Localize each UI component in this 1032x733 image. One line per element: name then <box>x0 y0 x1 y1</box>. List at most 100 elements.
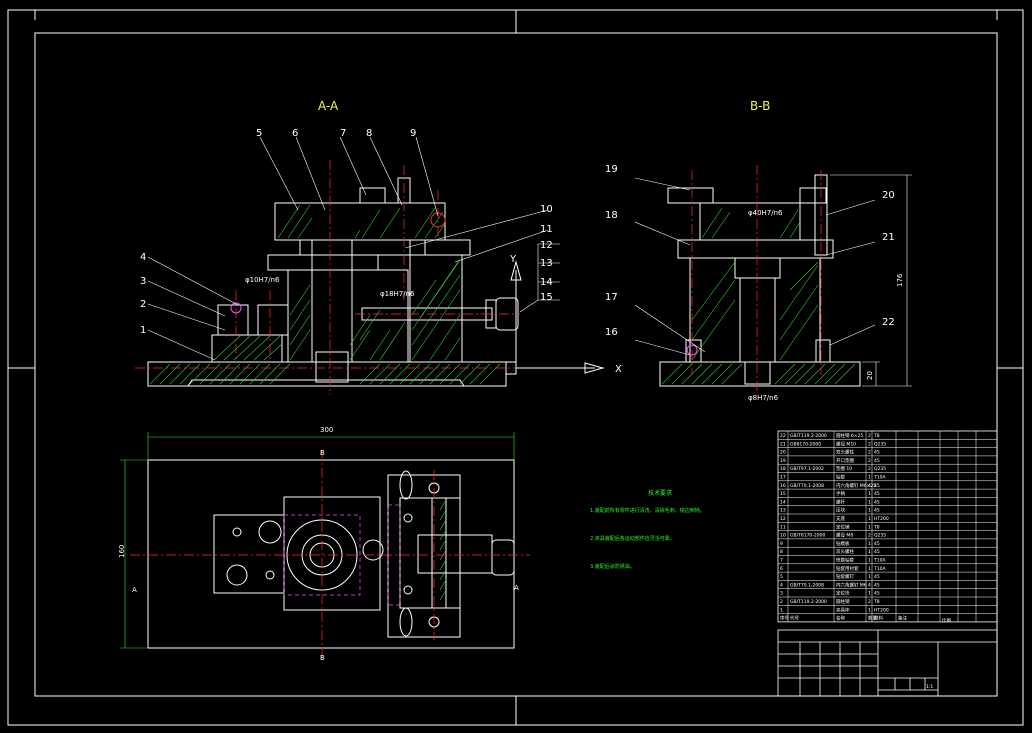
parts-table-cell: 45 <box>874 458 880 464</box>
parts-table-cell: 螺母 M8 <box>836 532 853 539</box>
section-a-leaders <box>147 136 560 361</box>
parts-table-cell: 11 <box>780 524 786 530</box>
parts-table-cell: 45 <box>874 450 880 456</box>
parts-table-cell: 19 <box>780 458 786 464</box>
parts-table-header: 材料 <box>874 615 883 622</box>
parts-table-header: 数量 <box>868 615 877 622</box>
part-number-17: 17 <box>605 292 618 303</box>
parts-table-cell: 1 <box>868 591 871 597</box>
parts-table-cell: 1 <box>868 475 871 481</box>
parts-table-cell: 45 <box>874 541 880 547</box>
parts-table-cell: 45 <box>874 549 880 555</box>
parts-table-cell: 45 <box>874 499 880 505</box>
parts-table-cell: T10A <box>873 475 886 481</box>
title-block <box>777 629 998 697</box>
top-view-dimensions <box>120 432 515 649</box>
parts-table-cell: 45 <box>874 508 880 514</box>
part-number-20: 20 <box>882 190 895 201</box>
technical-notes: 技术要求 1.装配前所有零件进行清洗、清除毛刺、锐边倒钝。 2.夹具装配后各运动… <box>590 489 705 570</box>
parts-table-cell: Q235 <box>874 441 886 447</box>
section-a-title: A-A <box>318 99 339 113</box>
part-number-5: 5 <box>256 128 262 139</box>
parts-table-header: 名称 <box>836 615 845 622</box>
parts-table-cell: 8 <box>780 549 783 555</box>
parts-table-cell: 17 <box>780 475 786 481</box>
part-number-16: 16 <box>605 327 618 338</box>
parts-table-cell: 45 <box>874 582 880 588</box>
dim-height: 176 <box>896 273 904 287</box>
section-b-view: B-B φ40H7/n6 φ8H7/n6 <box>605 99 912 402</box>
parts-table-cell: 20 <box>780 450 786 456</box>
parts-table-header: 代号 <box>790 615 799 622</box>
parts-table-cell: 钻套 <box>836 474 845 481</box>
part-number-19: 19 <box>605 164 618 175</box>
parts-table-cell: 定位销 <box>836 523 850 530</box>
parts-table-cell: GB/T70.1-2008 <box>790 582 824 588</box>
part-number-9: 9 <box>410 128 416 139</box>
parts-table-cell: 1 <box>868 516 871 522</box>
axis-x-label: X <box>615 364 622 375</box>
parts-table-cell: 14 <box>780 499 786 505</box>
parts-table-cell: 16 <box>780 483 786 489</box>
marker-a-right: A <box>514 584 519 592</box>
parts-table-cell: 2 <box>868 599 871 605</box>
parts-table-cell: 45 <box>874 591 880 597</box>
parts-table-cell: 21 <box>780 441 786 447</box>
dim-width: 300 <box>320 426 333 434</box>
parts-table-cell: 1 <box>868 491 871 497</box>
parts-table-cell: 2 <box>868 450 871 456</box>
parts-table-cell: T8 <box>873 524 880 530</box>
notes-title: 技术要求 <box>648 489 672 497</box>
parts-table-cell: 手柄 <box>836 490 845 497</box>
part-number-3: 3 <box>140 276 146 287</box>
part-number-18: 18 <box>605 210 618 221</box>
part-number-22: 22 <box>882 317 895 328</box>
svg-text:φ8H7/n6: φ8H7/n6 <box>748 394 779 402</box>
parts-table-cell: 45 <box>874 483 880 489</box>
parts-table-cell: Q235 <box>874 466 886 472</box>
parts-table-cell: 4 <box>780 582 783 588</box>
parts-table-cell: 内六角螺钉 M6 <box>836 581 867 588</box>
parts-table-cell: 6 <box>780 566 783 572</box>
marker-b-bottom: B <box>320 654 325 662</box>
parts-table-cell: 夹具体 <box>836 606 850 613</box>
parts-table-cell: HT200 <box>874 516 889 522</box>
note-line-2: 2.夹具装配后各运动部件应灵活可靠。 <box>590 535 675 542</box>
parts-table-cell: 4 <box>868 582 871 588</box>
top-view: 300 160 B B A A <box>118 426 530 662</box>
parts-table-cell: 支座 <box>836 515 845 522</box>
parts-table-cell: T10A <box>873 558 886 564</box>
dim-label-4: φ10H7/n6 <box>245 276 280 284</box>
dim-depth: 160 <box>118 545 126 558</box>
parts-table-cell: 10 <box>780 533 786 539</box>
section-b-title: B-B <box>750 99 770 113</box>
parts-table-cell: 7 <box>780 558 783 564</box>
note-line-1: 1.装配前所有零件进行清洗、清除毛刺、锐边倒钝。 <box>590 507 705 514</box>
parts-table-cell: 1 <box>868 574 871 580</box>
parts-table-cell: 内六角螺钉 M6×25 <box>836 482 876 489</box>
parts-table-cell: 1 <box>868 541 871 547</box>
parts-table-cell: Q235 <box>874 533 886 539</box>
dim-label-8: φ18H7/n6 <box>380 290 415 298</box>
marker-b-top: B <box>320 449 325 457</box>
sheet-frame <box>7 9 1024 726</box>
parts-table-cell: 1 <box>868 549 871 555</box>
parts-table-cell: GB/T119.2-2000 <box>790 433 827 439</box>
parts-table-cell: 开口垫圈 <box>836 457 854 464</box>
parts-table-cell: 钻套螺钉 <box>836 573 854 580</box>
parts-table-cell: 钻套用衬套 <box>836 565 859 572</box>
parts-table-cell: 定位块 <box>836 590 850 597</box>
parts-table-cell: 螺杆 <box>836 498 845 505</box>
parts-table-cell: 快换钻套 <box>836 557 854 564</box>
parts-table-cell: GB6170-2000 <box>790 441 821 447</box>
parts-table-cell: 压块 <box>836 507 845 514</box>
parts-table-cell: 3 <box>780 591 783 597</box>
part-number-14: 14 <box>540 277 553 288</box>
parts-table-cell: 2 <box>868 466 871 472</box>
parts-table-header: 备注 <box>898 615 907 622</box>
parts-table-cell: T8 <box>873 433 880 439</box>
parts-table-cell: 45 <box>874 491 880 497</box>
parts-table-cell: 5 <box>780 574 783 580</box>
